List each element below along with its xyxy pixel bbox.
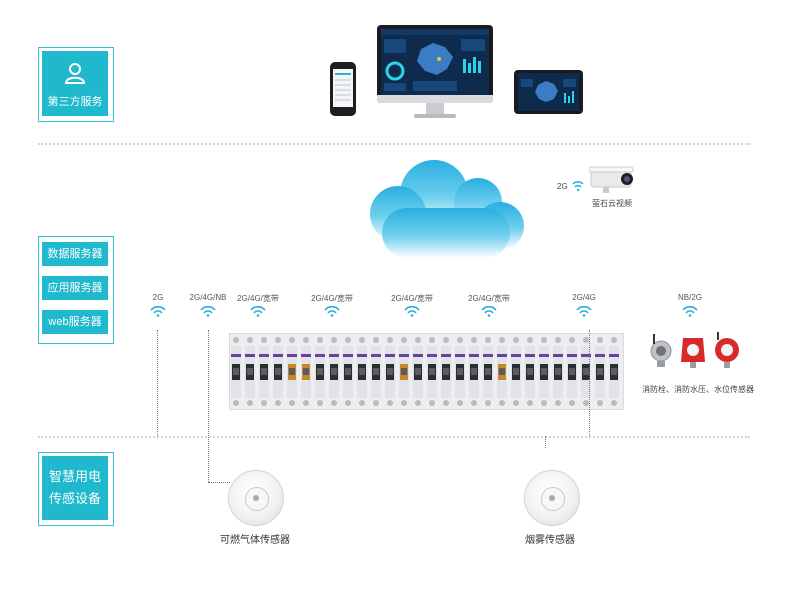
smoke-sensor-label: 烟雾传感器 bbox=[525, 535, 575, 546]
signal-label-5: 2G/4G/宽带 bbox=[391, 294, 433, 303]
breaker-icon bbox=[314, 334, 326, 409]
breaker-icon bbox=[384, 334, 396, 409]
breaker-icon bbox=[398, 334, 410, 409]
breaker-icon bbox=[538, 334, 550, 409]
signal-label-8: NB/2G bbox=[677, 293, 702, 302]
breaker-icon bbox=[342, 334, 354, 409]
hydrant-caption: 消防栓、消防水压、水位传感器 bbox=[642, 385, 754, 394]
signal-label-4: 2G/4G/宽带 bbox=[311, 294, 353, 303]
data-server-label: 数据服务器 bbox=[47, 248, 103, 260]
gas-sensor-icon bbox=[228, 470, 284, 526]
breaker-icon bbox=[370, 334, 382, 409]
signal-label-2: 2G/4G/NB bbox=[189, 293, 227, 302]
wifi-icon bbox=[324, 305, 340, 317]
connector-4g bbox=[589, 330, 590, 436]
monitor-base bbox=[414, 114, 456, 118]
breaker-icon bbox=[328, 334, 340, 409]
breaker-icon bbox=[454, 334, 466, 409]
wifi-icon bbox=[404, 305, 420, 317]
camera-network-label: 2G bbox=[557, 182, 568, 191]
tablet-icon bbox=[514, 70, 583, 114]
gas-sensor-label: 可燃气体传感器 bbox=[220, 535, 290, 546]
connector-nb-gas bbox=[208, 482, 230, 483]
wifi-icon bbox=[576, 305, 592, 317]
camera-icon bbox=[589, 166, 634, 193]
third-party-label: 第三方服务 bbox=[47, 96, 103, 108]
breaker-row bbox=[229, 333, 624, 410]
breaker-icon bbox=[272, 334, 284, 409]
monitor-stand bbox=[426, 103, 444, 115]
section-divider-bottom bbox=[38, 436, 750, 438]
wifi-icon bbox=[150, 305, 166, 317]
smart-power-line1: 智慧用电 bbox=[48, 469, 101, 484]
smart-power-line2: 传感设备 bbox=[48, 491, 101, 506]
app-server-label: 应用服务器 bbox=[47, 282, 103, 294]
section-divider-top bbox=[38, 143, 750, 145]
user-icon bbox=[64, 63, 86, 84]
monitor-icon bbox=[377, 25, 493, 103]
smart-power-box: 智慧用电 传感设备 bbox=[42, 456, 108, 520]
breaker-icon bbox=[230, 334, 242, 409]
connector-smoke bbox=[545, 436, 546, 448]
app-server-box: 应用服务器 bbox=[42, 276, 108, 300]
breaker-icon bbox=[510, 334, 522, 409]
breaker-icon bbox=[594, 334, 606, 409]
web-server-box: web服务器 bbox=[42, 310, 108, 334]
breaker-icon bbox=[426, 334, 438, 409]
hydrant-sensor-icon bbox=[650, 332, 739, 368]
connector-2g bbox=[157, 330, 158, 436]
breaker-icon bbox=[258, 334, 270, 409]
data-server-box: 数据服务器 bbox=[42, 242, 108, 266]
breaker-icon bbox=[356, 334, 368, 409]
connector-nb bbox=[208, 330, 209, 482]
breaker-icon bbox=[468, 334, 480, 409]
breaker-icon bbox=[552, 334, 564, 409]
camera-label: 萤石云视频 bbox=[592, 199, 632, 208]
wifi-icon bbox=[481, 305, 497, 317]
wifi-icon bbox=[200, 305, 216, 317]
signal-label-7: 2G/4G bbox=[572, 293, 596, 302]
smoke-sensor-icon bbox=[524, 470, 580, 526]
signal-label-3: 2G/4G/宽带 bbox=[237, 294, 279, 303]
wifi-icon bbox=[250, 305, 266, 317]
signal-label-6: 2G/4G/宽带 bbox=[468, 294, 510, 303]
breaker-icon bbox=[244, 334, 256, 409]
breaker-icon bbox=[524, 334, 536, 409]
breaker-icon bbox=[566, 334, 578, 409]
breaker-icon bbox=[580, 334, 592, 409]
breaker-icon bbox=[286, 334, 298, 409]
smartphone-icon bbox=[330, 62, 356, 116]
breaker-icon bbox=[300, 334, 312, 409]
third-party-box: 第三方服务 bbox=[42, 51, 108, 116]
signal-label-1: 2G bbox=[152, 293, 164, 302]
breaker-icon bbox=[412, 334, 424, 409]
breaker-icon bbox=[608, 334, 620, 409]
wifi-icon bbox=[572, 181, 584, 192]
breaker-icon bbox=[440, 334, 452, 409]
web-server-label: web服务器 bbox=[48, 316, 102, 328]
breaker-icon bbox=[496, 334, 508, 409]
breaker-icon bbox=[482, 334, 494, 409]
cloud-icon bbox=[370, 160, 524, 258]
wifi-icon bbox=[682, 305, 698, 317]
